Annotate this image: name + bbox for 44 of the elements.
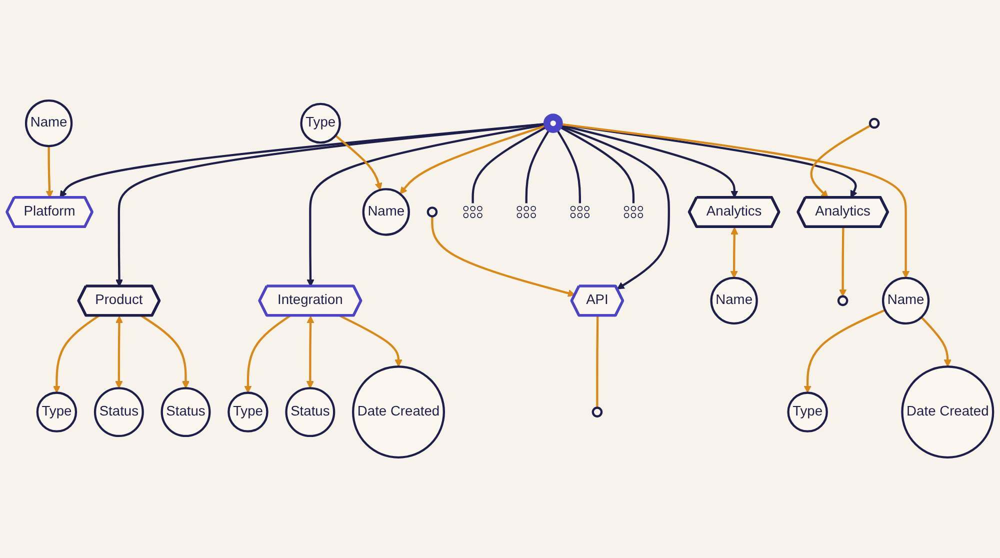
- node-label: Integration: [278, 292, 343, 308]
- node-circle: Date Created: [352, 366, 446, 459]
- arrow: [115, 122, 548, 287]
- node-label: API: [586, 292, 608, 308]
- node-circle: [426, 206, 438, 218]
- arrow: [334, 134, 382, 190]
- arrow: [339, 314, 402, 367]
- arrow: [730, 227, 738, 278]
- arrow: [839, 227, 847, 297]
- node-circle: [592, 406, 603, 418]
- node-circle: Status: [285, 387, 336, 438]
- arrow: [306, 123, 548, 287]
- node-label: Analytics: [706, 204, 762, 219]
- node-circle: Name: [24, 99, 73, 148]
- arrow: [804, 309, 886, 394]
- node-circle: Name: [882, 276, 930, 325]
- node-circle: Status: [160, 387, 211, 438]
- node-circle: Name: [362, 188, 410, 236]
- connector: [525, 128, 551, 204]
- node-circle: Date Created: [901, 366, 994, 459]
- node-circle: [837, 295, 848, 306]
- arrow: [46, 146, 54, 198]
- node-label: Platform: [24, 204, 76, 219]
- connector: [596, 316, 599, 408]
- arrow: [920, 316, 952, 367]
- node-circle: Type: [36, 392, 78, 432]
- arrow: [558, 124, 670, 290]
- node-circle: Type: [787, 392, 828, 432]
- arrow: [559, 122, 910, 278]
- node-circle: Status: [94, 387, 144, 438]
- node-circle: [868, 118, 880, 129]
- node-label: Product: [95, 292, 143, 308]
- node-circle: Name: [710, 276, 758, 325]
- arrow: [52, 314, 100, 394]
- node-circle: Type: [228, 392, 268, 432]
- arrow: [810, 124, 872, 198]
- arrow: [115, 316, 124, 388]
- node-label: Analytics: [815, 204, 870, 219]
- node-circle: Type: [300, 102, 341, 144]
- arrow: [431, 216, 576, 297]
- node-circle: [543, 114, 563, 133]
- arrow: [244, 314, 291, 394]
- arrow: [306, 316, 314, 388]
- arrow: [140, 314, 190, 388]
